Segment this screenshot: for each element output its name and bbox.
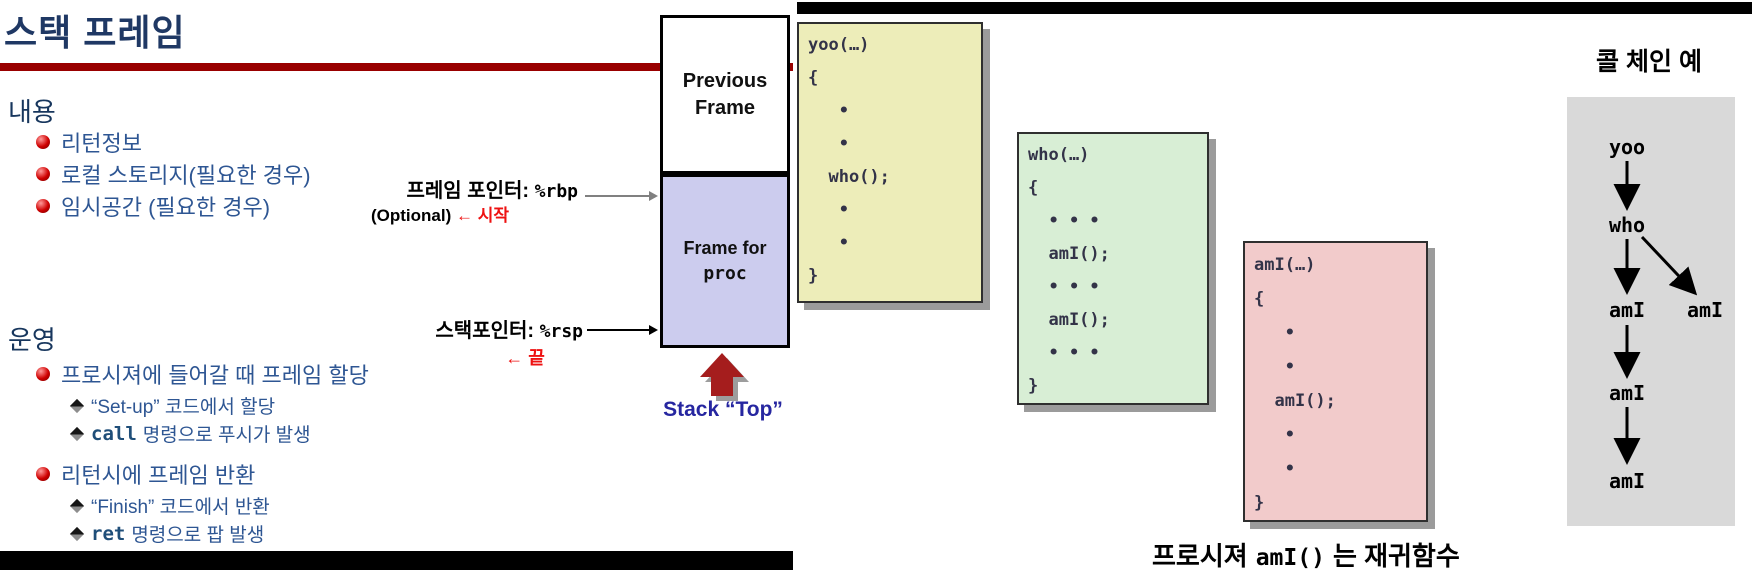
- code-line: amI();: [1028, 310, 1110, 330]
- frame-for-label: Frame for: [683, 237, 767, 258]
- code-line: •: [808, 200, 849, 220]
- caption-suffix: 는 재귀함수: [1332, 541, 1460, 570]
- frame-pointer-text: 프레임 포인터:: [406, 180, 530, 202]
- chain-node-ami-left: amI: [1608, 298, 1646, 322]
- bullet-label: 로컬 스토리지(필요한 경우): [61, 163, 311, 188]
- code-line: amI(…): [1254, 255, 1316, 275]
- bullet-sphere-icon: [36, 167, 50, 181]
- previous-frame-box: Previous Frame: [660, 15, 790, 174]
- chain-node-ami-3: amI: [1608, 469, 1646, 493]
- stack-top-arrow-icon: [700, 353, 749, 401]
- sub-list-item: ret 명령으로 팝 발생: [69, 520, 265, 547]
- yoo-code-box: yoo(…) { • • who(); • • }: [797, 22, 983, 303]
- bullet-label: 임시공간 (필요한 경우): [61, 195, 271, 220]
- stack-pointer-label: 스택포인터: %rsp: [345, 314, 583, 343]
- title-rule: [0, 63, 793, 71]
- code-line: }: [808, 266, 819, 286]
- instruction-keyword: call: [91, 422, 137, 445]
- optional-label: (Optional): [370, 206, 452, 225]
- frame-pointer-label: 프레임 포인터: %rbp: [340, 174, 578, 203]
- bullet-label: 리턴정보: [61, 131, 142, 156]
- rbp-arrow: [585, 191, 658, 201]
- bullet-sphere-icon: [36, 467, 50, 481]
- stack-top-label: Stack “Top”: [663, 398, 783, 421]
- rsp-arrow: [587, 325, 658, 335]
- start-note: ← 시작: [455, 206, 509, 225]
- code-line: amI();: [1254, 391, 1336, 411]
- list-item: 로컬 스토리지(필요한 경우): [36, 158, 311, 190]
- rbp-register: %rbp: [534, 181, 578, 202]
- chain-node-ami-2: amI: [1608, 381, 1646, 405]
- sub-bullet-label: “Finish” 코드에서 반환: [91, 497, 270, 518]
- chain-node-yoo: yoo: [1608, 135, 1646, 159]
- frame-pointer-note: (Optional) ← 시작: [345, 201, 535, 226]
- bullet-sphere-icon: [36, 199, 50, 213]
- page-title: 스택 프레임: [4, 12, 186, 53]
- code-line: amI();: [1028, 244, 1110, 264]
- diamond-bullet-icon: [69, 526, 85, 541]
- call-chain-heading: 콜 체인 예: [1596, 48, 1702, 76]
- code-line: {: [1028, 178, 1039, 198]
- call-chain-arrows: [1613, 161, 1698, 465]
- code-line: •: [1254, 425, 1295, 445]
- slide-footer-bar: [0, 551, 793, 570]
- operation-heading: 운영: [8, 325, 56, 355]
- code-line: • • •: [1028, 211, 1100, 231]
- code-line: • • •: [1028, 277, 1100, 297]
- code-line: • • •: [1028, 343, 1100, 363]
- bullet-label: 리턴시에 프레임 반환: [61, 463, 256, 488]
- code-line: who();: [808, 167, 890, 187]
- chain-node-ami-right: amI: [1686, 298, 1724, 322]
- proc-label: proc: [703, 263, 747, 284]
- sub-bullet-label: 명령으로 팝 발생: [131, 525, 265, 546]
- call-chain-panel: yoo who amI amI amI amI: [1567, 97, 1735, 526]
- stack-pointer-text: 스택포인터:: [435, 320, 535, 342]
- code-line: {: [808, 68, 819, 88]
- rsp-register: %rsp: [539, 321, 583, 342]
- chain-node-who: who: [1608, 213, 1646, 237]
- code-line: {: [1254, 289, 1265, 309]
- code-line: •: [808, 101, 849, 121]
- bullet-label: 프로시져에 들어갈 때 프레임 할당: [61, 363, 369, 388]
- code-line: }: [1254, 493, 1265, 513]
- caption-prefix: 프로시져: [1152, 541, 1248, 570]
- contents-heading: 내용: [8, 97, 56, 127]
- recursive-caption: 프로시져 amI() 는 재귀함수: [1152, 536, 1460, 570]
- caption-code: amI(): [1255, 545, 1325, 570]
- code-line: •: [1254, 357, 1295, 377]
- code-line: }: [1028, 376, 1039, 396]
- code-line: •: [808, 233, 849, 253]
- sub-bullet-label: 명령으로 푸시가 발생: [142, 425, 311, 446]
- diamond-bullet-icon: [69, 426, 85, 441]
- frame-for-proc-box: Frame for proc: [660, 174, 790, 348]
- sub-list-item: “Set-up” 코드에서 할당: [69, 392, 276, 419]
- sub-list-item: “Finish” 코드에서 반환: [69, 492, 270, 519]
- list-item: 임시공간 (필요한 경우): [36, 190, 270, 222]
- code-line: •: [808, 134, 849, 154]
- ami-code-box: amI(…) { • • amI(); • • }: [1243, 241, 1428, 522]
- code-line: •: [1254, 323, 1295, 343]
- code-line: who(…): [1028, 145, 1090, 165]
- who-code-box: who(…) { • • • amI(); • • • amI(); • • •…: [1017, 132, 1209, 405]
- list-item: 리턴정보: [36, 126, 142, 158]
- diamond-bullet-icon: [69, 398, 85, 413]
- code-line: yoo(…): [808, 35, 870, 55]
- sub-bullet-label: “Set-up” 코드에서 할당: [91, 397, 276, 418]
- list-item: 리턴시에 프레임 반환: [36, 458, 255, 490]
- bullet-sphere-icon: [36, 135, 50, 149]
- bullet-sphere-icon: [36, 367, 50, 381]
- code-line: •: [1254, 459, 1295, 479]
- end-note: ← 끝: [505, 348, 545, 368]
- list-item: 프로시져에 들어갈 때 프레임 할당: [36, 358, 369, 390]
- instruction-keyword: ret: [91, 522, 126, 545]
- diamond-bullet-icon: [69, 498, 85, 513]
- slide-top-bar: [797, 2, 1752, 14]
- sub-list-item: call 명령으로 푸시가 발생: [69, 420, 311, 447]
